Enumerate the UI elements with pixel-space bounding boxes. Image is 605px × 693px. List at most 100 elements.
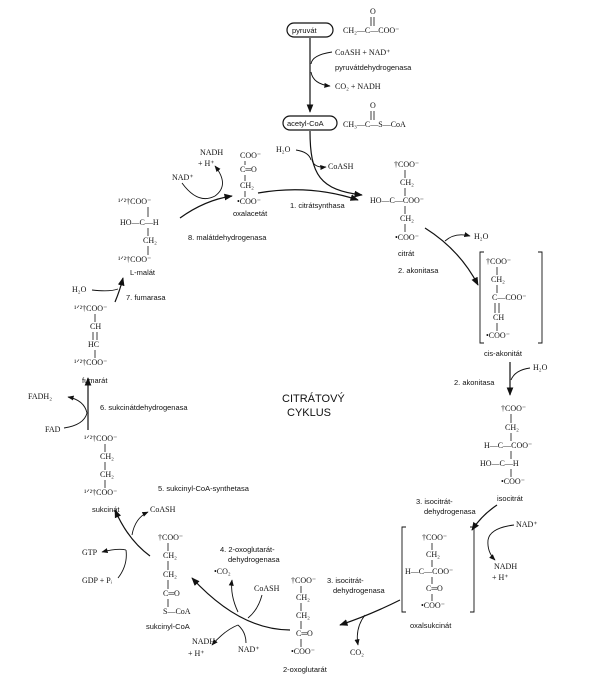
fad-step6-arrow bbox=[63, 412, 88, 429]
h2o-step2b-arrow bbox=[510, 367, 531, 381]
nadh-step3: NADH bbox=[494, 562, 517, 571]
pyruvat-coash-nad: CoASH + NAD⁺ bbox=[335, 48, 390, 57]
malat-name: L-malát bbox=[130, 268, 156, 277]
enzyme-7: 7. fumarasa bbox=[126, 293, 166, 302]
oxalacetat-line-3: CH₂ bbox=[240, 181, 254, 190]
malat-line-3: CH₂ bbox=[143, 236, 157, 245]
sukcinylcoa-line-4: C═O bbox=[163, 589, 180, 598]
enzyme-5: 5. sukcinyl-CoA-synthetasa bbox=[158, 484, 250, 493]
h2o-step2-arrow bbox=[444, 232, 471, 242]
nadh-step8-arrow bbox=[214, 165, 223, 197]
enzyme-3a-line1: 3. isocitrát- bbox=[416, 497, 453, 506]
h2o-step7-arrow bbox=[91, 288, 119, 292]
fumarat-line-3: HC bbox=[88, 340, 99, 349]
citrat-to-cisakonitat-arrow bbox=[424, 227, 479, 286]
malat-line-4: ¹ᐟ²†COO⁻ bbox=[118, 255, 151, 264]
fad: FAD bbox=[45, 425, 61, 434]
oxalsukcinat-name: oxalsukcinát bbox=[410, 621, 452, 630]
cisakonitat-line-5: •COO⁻ bbox=[486, 331, 510, 340]
citrat-line-2: CH₂ bbox=[400, 178, 414, 187]
acetyl-o: O bbox=[370, 101, 376, 110]
nadh-step3-arrow bbox=[487, 539, 496, 561]
oxalsukcinat-structure: †COO⁻ CH₂ H—C—COO⁻ C═O •COO⁻ bbox=[401, 526, 475, 613]
nadh-step4-arrow bbox=[211, 624, 239, 646]
nad-step8: NAD⁺ bbox=[172, 173, 194, 182]
oxoglutarat-line-3: CH₂ bbox=[296, 611, 310, 620]
oxalsukcinat-line-2: CH₂ bbox=[426, 550, 440, 559]
cycle-title-line1: CITRÁTOVÝ bbox=[282, 392, 345, 405]
h-step4: + H⁺ bbox=[188, 649, 205, 658]
sukcinat-line-4: ¹ᐟ²†COO⁻ bbox=[84, 488, 117, 497]
isocitrat-structure: †COO⁻ CH₂ H—C—COO⁻ HO—C—H •COO⁻ bbox=[480, 404, 532, 486]
gtp: GTP bbox=[82, 548, 98, 557]
h2o-step2b: H₂O bbox=[533, 363, 548, 372]
pyruvat-o: O bbox=[370, 7, 376, 16]
isocitrat-line-5: •COO⁻ bbox=[501, 477, 525, 486]
h2o-step1: H₂O bbox=[276, 145, 291, 154]
h2o-step1-arrow bbox=[295, 149, 312, 161]
malat-to-oxalacetat-arrow bbox=[179, 193, 233, 219]
citrat-line-4: CH₂ bbox=[400, 214, 414, 223]
co2-step3-arrow bbox=[354, 614, 366, 646]
nad-step3: NAD⁺ bbox=[516, 520, 538, 529]
malat-structure: ¹ᐟ²†COO⁻ HO—C—H CH₂ ¹ᐟ²†COO⁻ bbox=[118, 197, 159, 264]
oxoglutarat-to-sukcinylcoa-arrow bbox=[191, 577, 291, 631]
cisakonitat-line-2: CH₂ bbox=[491, 275, 505, 284]
isocitrat-line-4: HO—C—H bbox=[480, 459, 519, 468]
enzyme-3b-line1: 3. isocitrát- bbox=[327, 576, 364, 585]
malat-line-1: ¹ᐟ²†COO⁻ bbox=[118, 197, 151, 206]
fumarat-to-malat-arrow bbox=[114, 277, 125, 303]
enzyme-8: 8. malátdehydrogenasa bbox=[188, 233, 267, 242]
enzyme-4-line2: dehydrogenasa bbox=[228, 555, 281, 564]
oxalsukcinat-bracket-left bbox=[401, 526, 406, 613]
oxalsukcinat-to-oxoglutarat-arrow bbox=[339, 599, 401, 626]
cisakonitat-line-1: †COO⁻ bbox=[486, 257, 511, 266]
nad-step3-arrow bbox=[487, 524, 515, 541]
coash-step1: CoASH bbox=[328, 162, 354, 171]
cycle-title-line2: CYKLUS bbox=[287, 407, 331, 419]
gdp-pi: GDP + Pᵢ bbox=[82, 576, 113, 585]
enzyme-1: 1. citrátsynthasa bbox=[290, 201, 345, 210]
sukcinylcoa-structure: †COO⁻ CH₂ CH₂ C═O S—CoA bbox=[158, 533, 191, 616]
enzyme-2a: 2. akonitasa bbox=[398, 266, 439, 275]
enzyme-4-line1: 4. 2-oxoglutarát- bbox=[220, 545, 275, 554]
co2-step4: •CO₂ bbox=[214, 567, 231, 576]
acetyl-to-citrat-arrow bbox=[309, 130, 363, 198]
sukcinylcoa-line-3: CH₂ bbox=[163, 570, 177, 579]
h-step8: + H⁺ bbox=[198, 159, 215, 168]
h2o-step2: H₂O bbox=[474, 232, 489, 241]
enzyme-3a-line2: dehydrogenasa bbox=[424, 507, 477, 516]
oxalacetat-line-1: COO⁻ bbox=[240, 151, 261, 160]
co2-step3: CO₂ bbox=[350, 648, 364, 657]
nad-step4-arrow bbox=[237, 624, 247, 644]
sukcinat-line-2: CH₂ bbox=[100, 452, 114, 461]
isocitrat-name: isocitrát bbox=[497, 494, 524, 503]
acetyl-name: acetyl-CoA bbox=[287, 119, 324, 128]
isocitrat-line-3: H—C—COO⁻ bbox=[484, 441, 532, 450]
citrat-line-5: •COO⁻ bbox=[395, 233, 419, 242]
nad-step4: NAD⁺ bbox=[238, 645, 260, 654]
oxoglutarat-structure: †COO⁻ CH₂ CH₂ C═O •COO⁻ bbox=[291, 576, 316, 656]
sukcinylcoa-to-sukcinat-arrow bbox=[114, 509, 151, 557]
nadh-step4: NADH bbox=[192, 637, 215, 646]
oxalacetat-to-citrat-arrow bbox=[257, 189, 359, 201]
oxalsukcinat-line-3: H—C—COO⁻ bbox=[405, 567, 453, 576]
isocitrat-line-2: CH₂ bbox=[505, 423, 519, 432]
h-step3: + H⁺ bbox=[492, 573, 509, 582]
sukcinylcoa-line-5: S—CoA bbox=[163, 607, 191, 616]
acetyl-box bbox=[282, 115, 338, 131]
enzyme-2b: 2. akonitasa bbox=[454, 378, 495, 387]
coash-step5-arrow bbox=[131, 511, 149, 536]
gdp-step5-arrow bbox=[117, 549, 127, 579]
cisakonitat-bracket-left bbox=[479, 251, 484, 344]
oxalacetat-line-2: C═O bbox=[240, 165, 257, 174]
gtp-step5-arrow bbox=[101, 548, 127, 554]
sukcinylcoa-name: sukcinyl-CoA bbox=[146, 622, 190, 631]
oxoglutarat-line-5: •COO⁻ bbox=[291, 647, 315, 656]
coash-step4-arrow bbox=[247, 594, 263, 619]
fumarat-structure: ¹ᐟ²†COO⁻ CH HC ¹ᐟ²†COO⁻ bbox=[74, 304, 107, 367]
oxoglutarat-line-4: C═O bbox=[296, 629, 313, 638]
acetyl-formula: CH₃—C—S—CoA bbox=[343, 120, 406, 129]
fumarat-name: fumarát bbox=[82, 376, 108, 385]
